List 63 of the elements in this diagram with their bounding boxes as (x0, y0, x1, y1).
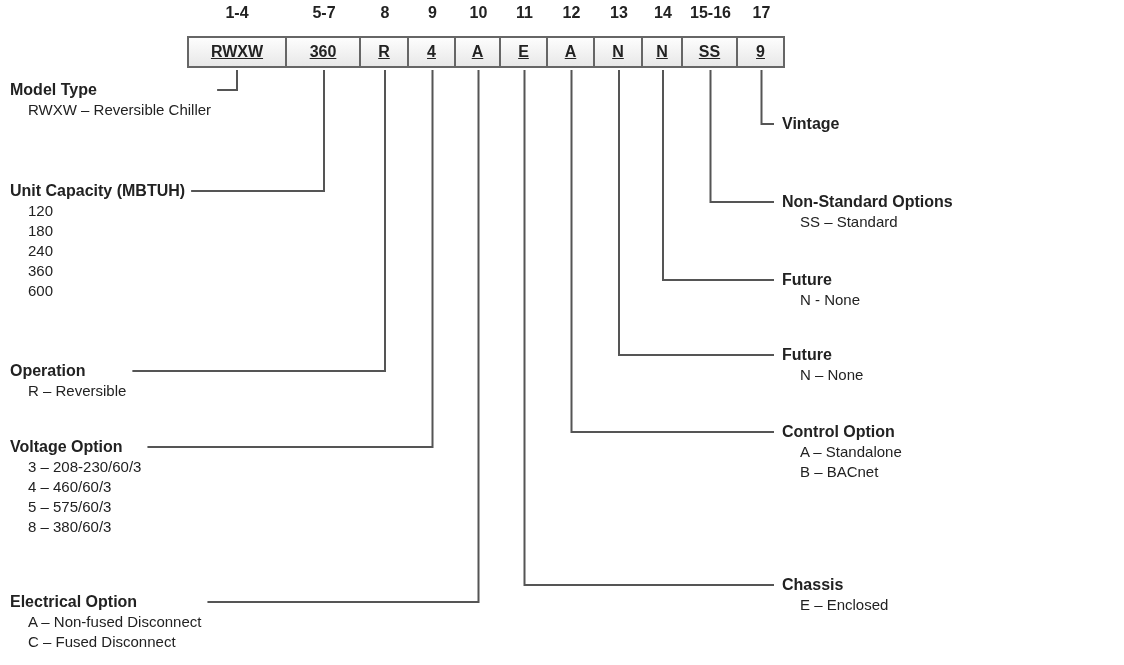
position-number: 14 (653, 4, 673, 22)
position-number: 5-7 (311, 4, 337, 22)
option-text: N - None (799, 290, 861, 310)
option-text: 120 (27, 201, 54, 221)
option-text: C – Fused Disconnect (27, 632, 176, 652)
option-text: E – Enclosed (799, 595, 889, 615)
leader-line (570, 69, 775, 433)
leader-line (662, 69, 775, 281)
position-number: 13 (609, 4, 629, 22)
code-cell: 9 (738, 36, 785, 68)
field-heading: Control Option (782, 422, 895, 442)
option-text: 360 (27, 261, 54, 281)
leader-line (709, 69, 775, 203)
option-text: 600 (27, 281, 54, 301)
field-heading: Unit Capacity (MBTUH) (10, 181, 186, 201)
position-number: 15-16 (689, 4, 732, 22)
option-text: SS – Standard (799, 212, 898, 232)
leader-line (760, 69, 775, 125)
field-heading: Chassis (782, 575, 844, 595)
field-heading: Electrical Option (10, 592, 138, 612)
position-number: 10 (468, 4, 489, 22)
leader-line (146, 69, 434, 448)
field-heading: Vintage (782, 114, 840, 134)
field-heading: Future (782, 345, 832, 365)
position-number: 11 (515, 4, 534, 22)
code-cell: E (501, 36, 548, 68)
code-cell: 360 (287, 36, 361, 68)
option-text: 8 – 380/60/3 (27, 517, 112, 537)
option-text: 240 (27, 241, 54, 261)
option-text: B – BACnet (799, 462, 879, 482)
option-text: RWXW – Reversible Chiller (27, 100, 212, 120)
code-cell: 4 (409, 36, 456, 68)
code-cell: RWXW (187, 36, 287, 68)
field-heading: Voltage Option (10, 437, 123, 457)
leader-line (618, 69, 775, 356)
field-heading: Future (782, 270, 832, 290)
code-cell: N (643, 36, 683, 68)
code-cell: SS (683, 36, 738, 68)
position-number: 17 (751, 4, 772, 22)
option-text: 3 – 208-230/60/3 (27, 457, 142, 477)
leader-line (216, 69, 238, 91)
code-cell: R (361, 36, 409, 68)
option-text: 180 (27, 221, 54, 241)
position-number: 12 (561, 4, 582, 22)
position-number: 9 (427, 4, 438, 22)
field-heading: Operation (10, 361, 86, 381)
field-heading: Non-Standard Options (782, 192, 953, 212)
leader-line (206, 69, 480, 603)
leader-line (131, 69, 386, 372)
code-cell: N (595, 36, 643, 68)
option-text: 4 – 460/60/3 (27, 477, 112, 497)
code-cell: A (548, 36, 595, 68)
position-number: 1-4 (224, 4, 250, 22)
leader-line (190, 69, 325, 192)
field-heading: Model Type (10, 80, 97, 100)
position-number: 8 (379, 4, 391, 22)
option-text: A – Standalone (799, 442, 902, 462)
option-text: 5 – 575/60/3 (27, 497, 112, 517)
option-text: N – None (799, 365, 864, 385)
code-cell: A (456, 36, 501, 68)
option-text: A – Non-fused Disconnect (27, 612, 202, 632)
leader-line (523, 69, 775, 586)
option-text: R – Reversible (27, 381, 127, 401)
